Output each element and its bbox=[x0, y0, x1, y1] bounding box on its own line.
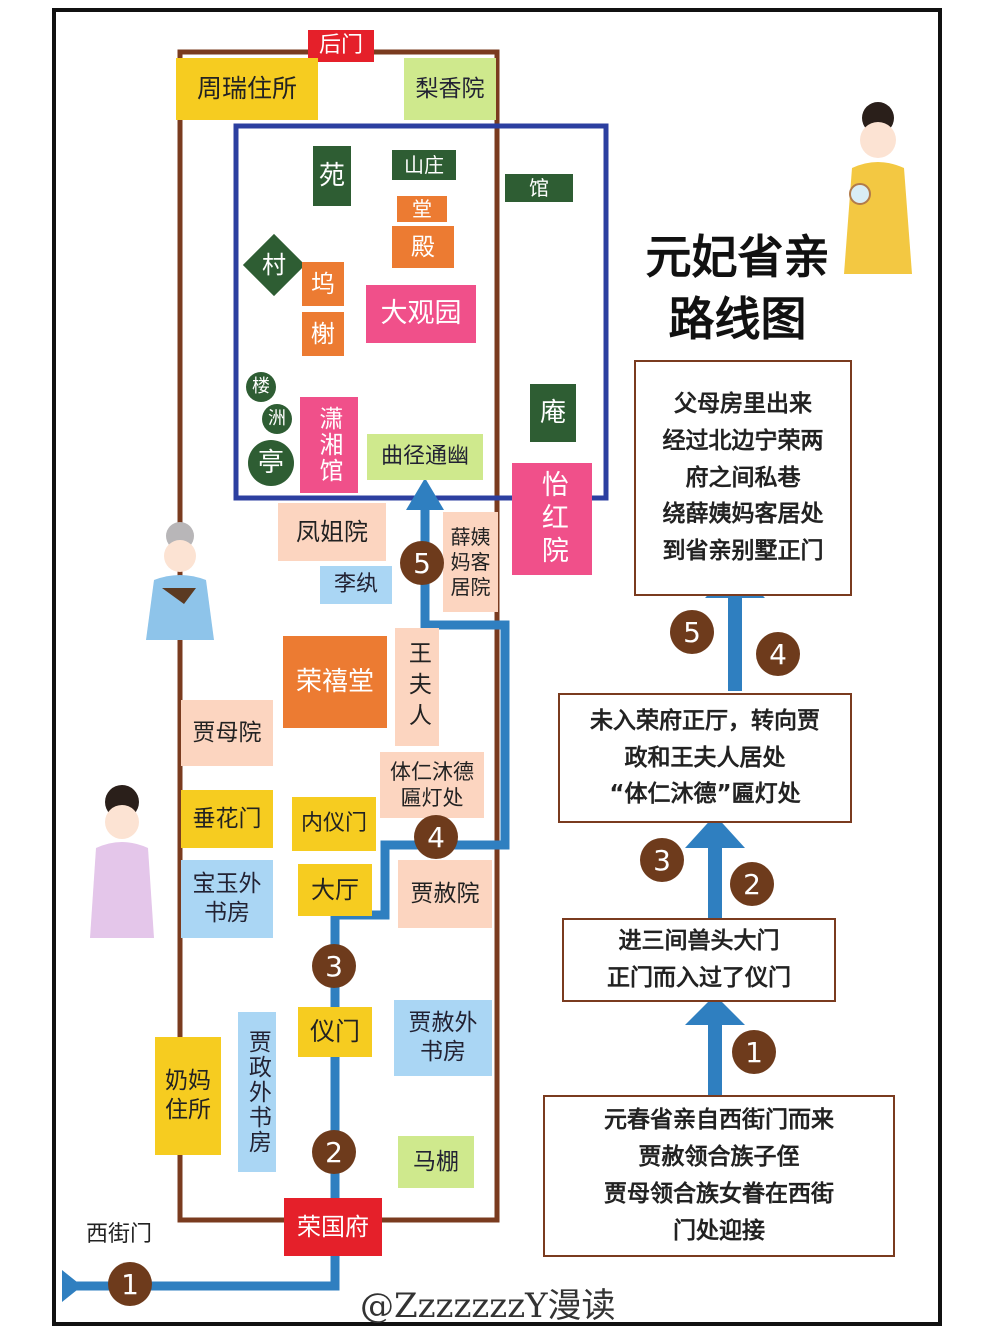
jiamu-courtyard: 贾母院 bbox=[181, 700, 273, 766]
flow-arrow-shaft-1 bbox=[708, 1020, 722, 1095]
garden-dian: 殿 bbox=[392, 226, 454, 268]
title-line-1: 元妃省亲 bbox=[645, 230, 830, 284]
xiaoxiang-pavilion: 潇湘馆 bbox=[300, 397, 358, 493]
garden-tang: 堂 bbox=[397, 196, 447, 222]
garden-shanzhuang: 山庄 bbox=[392, 150, 456, 180]
stable: 马棚 bbox=[398, 1136, 474, 1188]
jiazheng-outer-study: 贾政外书房 bbox=[238, 1012, 276, 1172]
step1-line: 门处迎接 bbox=[673, 1217, 765, 1244]
step5-line: 绕薛姨妈客居处 bbox=[662, 501, 824, 528]
step5-line: 经过北边宁荣两 bbox=[662, 427, 824, 454]
inner-ceremonial-gate: 内仪门 bbox=[292, 797, 376, 851]
flow-marker-1: 1 bbox=[732, 1030, 776, 1074]
rongguo-mansion: 荣国府 bbox=[284, 1198, 382, 1256]
flow-marker-5: 5 bbox=[670, 610, 714, 654]
step5-line: 父母房里出来 bbox=[674, 391, 812, 417]
route-arrowhead bbox=[406, 478, 444, 510]
qujing-tongyou: 曲径通幽 bbox=[367, 434, 483, 480]
wang-furen-residence: 王夫人 bbox=[395, 628, 439, 746]
garden-xie: 榭 bbox=[302, 312, 344, 356]
step1-line: 元春省亲自西街门而来 bbox=[604, 1107, 834, 1134]
step2-line: 进三间兽头大门 bbox=[618, 928, 780, 955]
garden-guan: 馆 bbox=[505, 174, 573, 202]
route-start-arrow bbox=[62, 1270, 82, 1302]
title-line-2: 路线图 bbox=[668, 292, 807, 347]
west-street-gate-label: 西街门 bbox=[86, 1222, 153, 1247]
li-wan-residence: 李纨 bbox=[320, 566, 392, 604]
fengjie-courtyard: 凤姐院 bbox=[278, 503, 386, 561]
step1-line: 贾赦领合族子侄 bbox=[638, 1144, 800, 1171]
yihong-courtyard: 怡红院 bbox=[512, 463, 592, 575]
garden-lou: 楼 bbox=[246, 372, 276, 402]
grandmother-illustration bbox=[146, 522, 214, 640]
flow-marker-3: 3 bbox=[640, 838, 684, 882]
step3-line: 未入荣府正厅，转向贾 bbox=[590, 707, 820, 734]
page-frame bbox=[52, 8, 942, 1326]
baoyu-outer-study: 宝玉外书房 bbox=[181, 860, 273, 938]
jiashe-courtyard: 贾赦院 bbox=[398, 860, 492, 928]
lady-in-yellow-illustration bbox=[844, 102, 912, 274]
lixiang-courtyard: 梨香院 bbox=[404, 58, 496, 120]
tiren-mude-lantern: 体仁沐德匾灯处 bbox=[380, 752, 484, 818]
jiashe-outer-study: 贾赦外书房 bbox=[394, 1000, 492, 1076]
step1-line: 贾母领合族女眷在西街 bbox=[604, 1181, 834, 1207]
step-box-3: 未入荣府正厅，转向贾 政和王夫人居处 “体仁沐德”匾灯处 bbox=[558, 693, 852, 823]
route-marker-2: 2 bbox=[312, 1130, 356, 1174]
back-gate: 后门 bbox=[308, 30, 374, 62]
garden-wu: 坞 bbox=[302, 262, 344, 306]
flow-marker-2: 2 bbox=[730, 862, 774, 906]
compound-wall bbox=[177, 49, 500, 1223]
diagram-title: 元妃省亲 路线图 bbox=[630, 226, 845, 350]
ceremonial-gate: 仪门 bbox=[298, 1007, 372, 1057]
route-marker-5: 5 bbox=[400, 541, 444, 585]
flow-arrow-shaft-2 bbox=[708, 845, 722, 920]
watermark: @ZzzzzzzY漫读 bbox=[360, 1286, 616, 1326]
step2-line: 正门而入过了仪门 bbox=[607, 965, 791, 991]
step3-line: 政和王夫人居处 bbox=[624, 744, 786, 771]
xue-yima-courtyard: 薛姨妈客居院 bbox=[443, 512, 498, 612]
main-hall: 大厅 bbox=[298, 864, 372, 916]
rongxi-hall: 荣禧堂 bbox=[283, 636, 387, 728]
garden-zhou: 洲 bbox=[262, 404, 292, 434]
route-marker-1: 1 bbox=[108, 1262, 152, 1306]
garden-ting: 亭 bbox=[248, 440, 294, 486]
chuihua-gate: 垂花门 bbox=[181, 790, 273, 848]
nanny-residence: 奶妈住所 bbox=[155, 1037, 221, 1155]
zhou-rui-residence: 周瑞住所 bbox=[176, 58, 318, 120]
flow-arrow-head-1 bbox=[685, 995, 745, 1025]
young-lady-illustration bbox=[90, 785, 154, 938]
daguanyuan: 大观园 bbox=[366, 285, 476, 343]
route-marker-4: 4 bbox=[414, 815, 458, 859]
garden-yuan: 苑 bbox=[313, 146, 351, 206]
step5-line: 到省亲别墅正门 bbox=[662, 538, 824, 565]
step-box-5: 父母房里出来 经过北边宁荣两 府之间私巷 绕薛姨妈客居处 到省亲别墅正门 bbox=[634, 360, 852, 596]
step5-line: 府之间私巷 bbox=[685, 464, 801, 491]
step3-line: “体仁沐德”匾灯处 bbox=[609, 781, 801, 808]
route-marker-3: 3 bbox=[312, 944, 356, 988]
flow-arrow-head-2 bbox=[685, 815, 745, 848]
flow-marker-4: 4 bbox=[756, 632, 800, 676]
step-box-2: 进三间兽头大门 正门而入过了仪门 bbox=[562, 918, 836, 1002]
step-box-1: 元春省亲自西街门而来 贾赦领合族子侄 贾母领合族女眷在西街 门处迎接 bbox=[543, 1095, 895, 1257]
flow-arrow-shaft-3 bbox=[728, 595, 742, 691]
garden-an: 庵 bbox=[530, 384, 576, 442]
